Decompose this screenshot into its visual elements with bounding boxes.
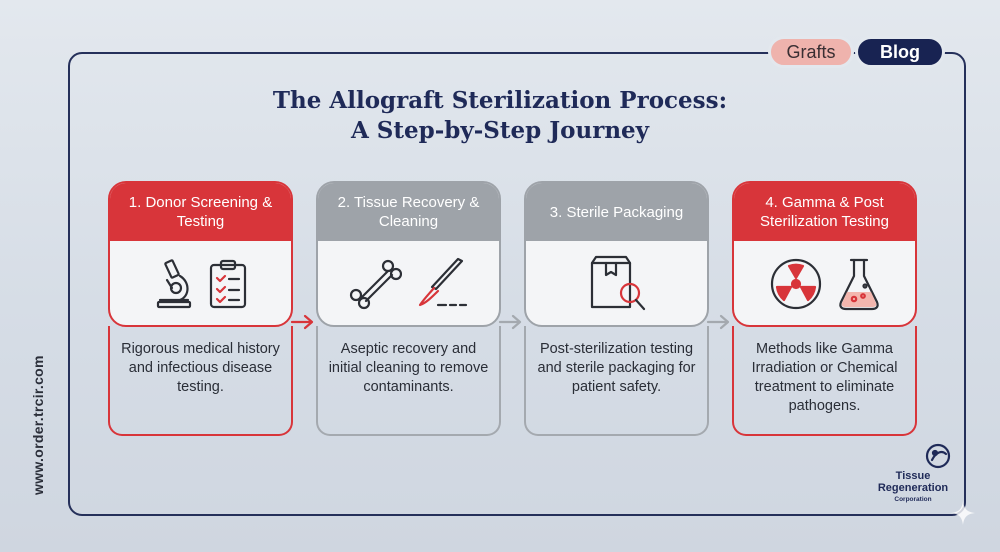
- step-title-2: 2. Tissue Recovery & Cleaning: [318, 183, 499, 241]
- logo-mark-icon: [925, 443, 951, 469]
- arrow-right-icon: [498, 314, 522, 330]
- step-desc-1: Rigorous medical history and infectious …: [108, 326, 293, 436]
- step-desc-3: Post-sterilization testing and sterile p…: [524, 326, 709, 436]
- step-card-2: 2. Tissue Recovery & Cleaning: [316, 181, 501, 327]
- arrow-right-icon: [706, 314, 730, 330]
- bone-icon: [349, 259, 402, 310]
- logo-line-1: Tissue: [895, 470, 931, 482]
- step-desc-4: Methods like Gamma Irradiation or Chemic…: [732, 326, 917, 436]
- blog-tag[interactable]: Blog: [855, 36, 945, 68]
- sparkle-icon: [951, 501, 975, 525]
- step-desc-2: Aseptic recovery and initial cleaning to…: [316, 326, 501, 436]
- logo-line-2: Regeneration: [877, 482, 949, 494]
- arrow-right-icon: [290, 314, 314, 330]
- package-search-icon: [590, 255, 645, 311]
- outer-frame: [68, 52, 966, 516]
- clipboard-icon: [209, 259, 246, 309]
- flask-icon: [838, 258, 879, 311]
- title-line-1: The Allograft Sterilization Process:: [272, 87, 728, 114]
- website-url[interactable]: www.order.trcir.com: [30, 355, 46, 495]
- step-card-3: 3. Sterile Packaging: [524, 181, 709, 327]
- step-title-1: 1. Donor Screening & Testing: [110, 183, 291, 241]
- grafts-tag[interactable]: Grafts: [768, 36, 854, 68]
- radiation-icon: [770, 258, 821, 310]
- logo-line-3: Corporation: [894, 496, 932, 503]
- title-line-2: A Step-by-Step Journey: [350, 117, 650, 144]
- step-card-1: 1. Donor Screening & Testing: [108, 181, 293, 327]
- company-logo: Tissue Regeneration Corporation: [868, 443, 958, 506]
- step-card-4: 4. Gamma & Post Sterilization Testing: [732, 181, 917, 327]
- step-title-4: 4. Gamma & Post Sterilization Testing: [734, 183, 915, 241]
- page-title: The Allograft Sterilization Process: A S…: [0, 86, 1000, 146]
- microscope-icon: [156, 259, 191, 309]
- step-title-3: 3. Sterile Packaging: [526, 183, 707, 241]
- scalpel-icon: [418, 257, 467, 307]
